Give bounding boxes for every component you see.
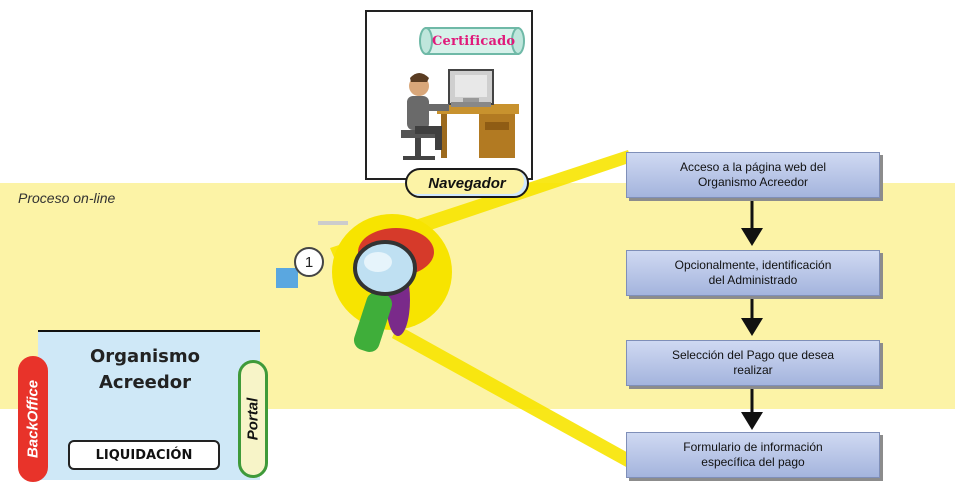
step-3-line-1: Selección del Pago que desea	[671, 348, 835, 362]
browser-navigator-label: Navegador	[405, 168, 529, 198]
step-number-marker: 1	[294, 247, 324, 277]
backoffice-tab	[18, 356, 48, 482]
step-select-payment: Selección del Pago que desea realizar	[626, 340, 880, 386]
highlight-connector-bottom	[392, 325, 632, 468]
step-arrow-1	[741, 198, 763, 246]
liquidation-box: LIQUIDACIÓN	[68, 440, 220, 470]
page-stub-icon	[276, 268, 298, 288]
backoffice-label: BackOffice	[24, 379, 42, 459]
step-4-line-1: Formulario de información	[683, 440, 823, 454]
person-at-computer-icon	[401, 69, 519, 160]
step-4-line-2: específica del pago	[701, 455, 805, 469]
portal-tab	[238, 360, 268, 478]
org-title-line-1: Organismo	[89, 346, 201, 367]
certificate-scroll-icon	[419, 27, 525, 55]
step-2-line-1: Opcionalmente, identificación	[674, 258, 832, 272]
online-process-label: Proceso on-line	[18, 190, 116, 206]
step-access-website: Acceso a la página web del Organismo Acr…	[626, 152, 880, 198]
step-1-line-1: Acceso a la página web del	[679, 160, 827, 174]
step-optional-identification: Opcionalmente, identificación del Admini…	[626, 250, 880, 296]
magnifying-glass-icon	[353, 228, 434, 352]
step-3-line-2: realizar	[733, 363, 773, 377]
step-1-line-2: Organismo Acreedor	[697, 175, 809, 189]
step-arrow-2	[741, 298, 763, 336]
creditor-organization-title: Organismo Acreedor	[70, 344, 220, 396]
org-title-line-2: Acreedor	[98, 372, 192, 393]
step-arrow-3	[741, 388, 763, 430]
step-payment-form: Formulario de información específica del…	[626, 432, 880, 478]
step-2-line-2: del Administrado	[708, 273, 798, 287]
portal-label: Portal	[244, 397, 262, 441]
certificate-label: Certificado	[432, 34, 516, 49]
